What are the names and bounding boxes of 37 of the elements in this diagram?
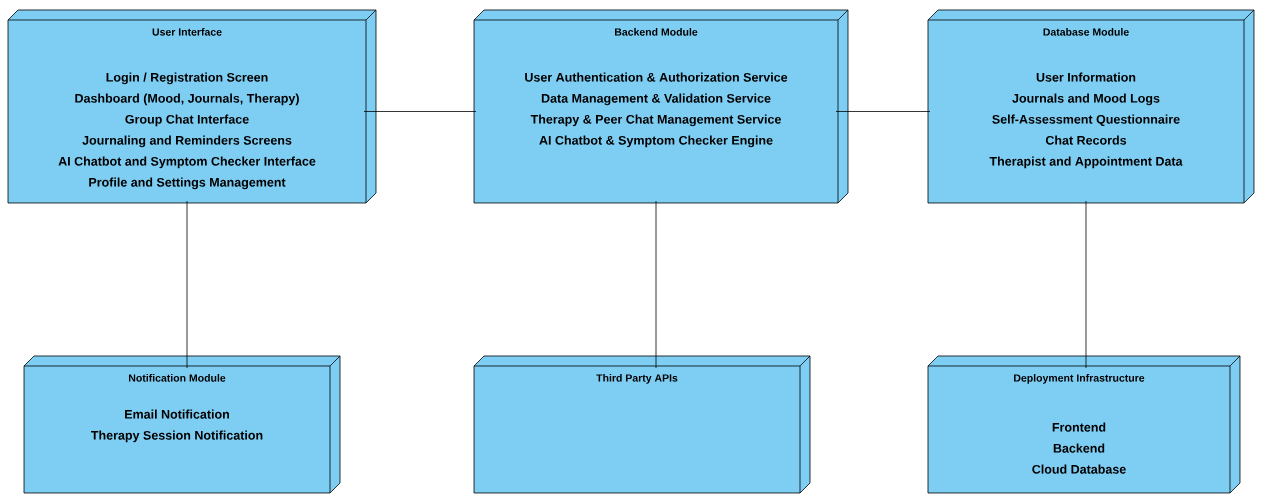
connector-line (655, 200, 657, 369)
connector-line (835, 111, 931, 112)
box-heading: Deployment Infrastructure (1014, 374, 1145, 384)
box-text: Journaling and Reminders Screens (82, 135, 292, 148)
node-box (927, 9, 1255, 204)
box-heading: User Interface (152, 28, 222, 36)
box-text: Data Management & Validation Service (541, 93, 771, 106)
box-text: Journals and Mood Logs (1012, 93, 1160, 106)
box-text: Profile and Settings Management (89, 177, 286, 190)
box-text: User Information (1036, 72, 1136, 82)
box-heading: Third Party APIs (596, 374, 678, 384)
box-text: Backend (1053, 443, 1105, 453)
node-box (927, 355, 1241, 494)
connector-line (186, 200, 188, 369)
box-heading: Database Module (1043, 28, 1129, 36)
connector-line (1085, 200, 1087, 369)
box-text: Therapy Session Notification (91, 430, 263, 443)
node-box (473, 9, 849, 204)
node-box (23, 355, 341, 494)
box-text: Therapy & Peer Chat Management Service (530, 114, 781, 127)
box-text: Frontend (1052, 422, 1106, 432)
box-text: Group Chat Interface (125, 114, 249, 127)
box-text: AI Chatbot & Symptom Checker Engine (539, 135, 773, 148)
box-text: Cloud Database (1032, 464, 1126, 474)
box-heading: Backend Module (615, 28, 698, 36)
box-text: Chat Records (1045, 135, 1127, 145)
box-text: Dashboard (Mood, Journals, Therapy) (75, 93, 299, 106)
box-text: Self-Assessment Questionnaire (992, 114, 1180, 127)
box-text: Login / Registration Screen (106, 72, 268, 85)
node-box (7, 9, 377, 204)
box-text: User Authentication & Authorization Service (525, 72, 788, 82)
box-text: Email Notification (125, 409, 229, 419)
box-heading: Notification Module (129, 374, 226, 382)
connector-line (363, 111, 477, 112)
node-box (473, 355, 811, 494)
box-text: Therapist and Appointment Data (989, 156, 1183, 169)
box-text: AI Chatbot and Symptom Checker Interface (58, 156, 316, 169)
